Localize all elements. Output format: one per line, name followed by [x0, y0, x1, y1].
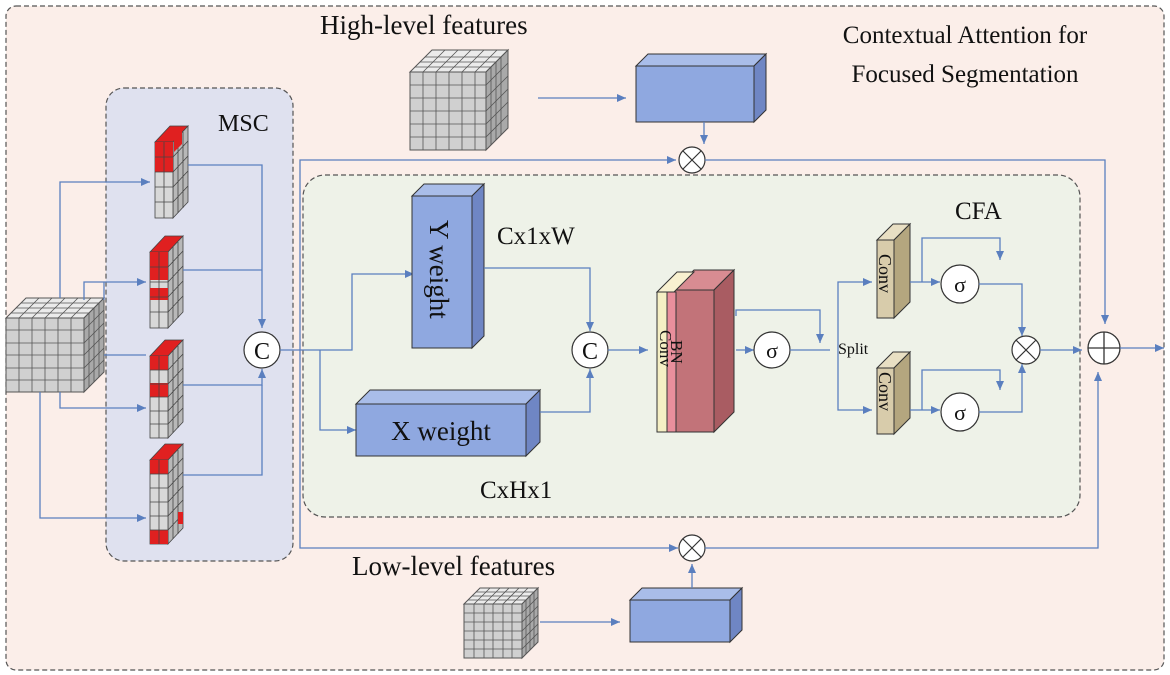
- x-weight-text: X weight: [391, 416, 491, 446]
- msc-concat-node: C: [243, 331, 281, 369]
- cfa-concat-node: C: [571, 331, 609, 369]
- high-level-cube: [408, 48, 510, 152]
- upper-skip: [921, 237, 1004, 282]
- x-weight-block: X weight: [354, 388, 542, 458]
- high-multiply-node: [678, 146, 706, 174]
- y-weight-text: Y weight: [424, 220, 454, 319]
- msc-block-2: [149, 234, 184, 330]
- cxhx1-label: CxHx1: [480, 477, 552, 504]
- svg-text:C: C: [254, 339, 270, 365]
- bn-text: BN: [667, 340, 686, 364]
- msc-block-4: [149, 442, 184, 546]
- msc-panel: [105, 87, 294, 562]
- y-to-concat-arrow: [484, 267, 594, 331]
- msc-block-1: [154, 124, 189, 220]
- cx1xw-label: Cx1xW: [497, 223, 575, 250]
- split-down-arrow: [837, 350, 872, 414]
- cfa-multiply-node: [1011, 335, 1041, 365]
- cfa-label: CFA: [955, 198, 1002, 225]
- upper-conv-block: Conv: [875, 222, 912, 320]
- upper-sigma-to-mul: [979, 283, 1026, 336]
- svg-text:σ: σ: [954, 272, 966, 297]
- low-multiply-node: [678, 534, 706, 562]
- input-to-msc-arrows: [39, 178, 150, 522]
- lower-sigma-to-mul: [979, 364, 1026, 413]
- msc-block-3: [149, 338, 184, 440]
- conv-bn-stack: Conv BN: [655, 268, 736, 434]
- high-level-label: High-level features: [320, 10, 528, 40]
- lower-conv-text: Conv: [875, 372, 895, 411]
- y-weight-block: Y weight: [410, 182, 486, 350]
- msc-label: MSC: [218, 111, 269, 137]
- conv-text: Conv: [656, 330, 675, 367]
- sigma-node-3: σ: [940, 392, 980, 432]
- split-up-arrow: [837, 278, 872, 350]
- title-line-1: Contextual Attention for: [843, 22, 1088, 49]
- high-multiply-to-add: [705, 159, 1109, 324]
- lower-skip: [921, 369, 1004, 410]
- msc-output-arrows: [280, 156, 678, 552]
- sigma-node-1: σ: [753, 331, 791, 369]
- high-level-projection-block: [634, 52, 768, 124]
- stack-skip-arrow: [735, 309, 824, 343]
- svg-text:C: C: [582, 339, 598, 365]
- low-level-cube: [462, 586, 540, 660]
- title-line-2: Focused Segmentation: [851, 61, 1079, 88]
- low-multiply-to-add: [705, 372, 1102, 549]
- low-level-label: Low-level features: [352, 551, 555, 581]
- svg-text:σ: σ: [954, 400, 966, 425]
- upper-conv-text: Conv: [875, 254, 895, 293]
- split-label: Split: [838, 341, 869, 358]
- msc-to-concat-arrows: [183, 164, 266, 476]
- x-to-concat-arrow: [540, 369, 594, 413]
- final-add-node: [1087, 331, 1121, 365]
- svg-text:σ: σ: [766, 338, 778, 363]
- sigma-node-2: σ: [940, 264, 980, 304]
- bn-layer: [666, 291, 677, 433]
- low-level-projection-block: [628, 586, 744, 644]
- lower-conv-block: Conv: [875, 350, 912, 436]
- input-feature-cube: [4, 296, 106, 394]
